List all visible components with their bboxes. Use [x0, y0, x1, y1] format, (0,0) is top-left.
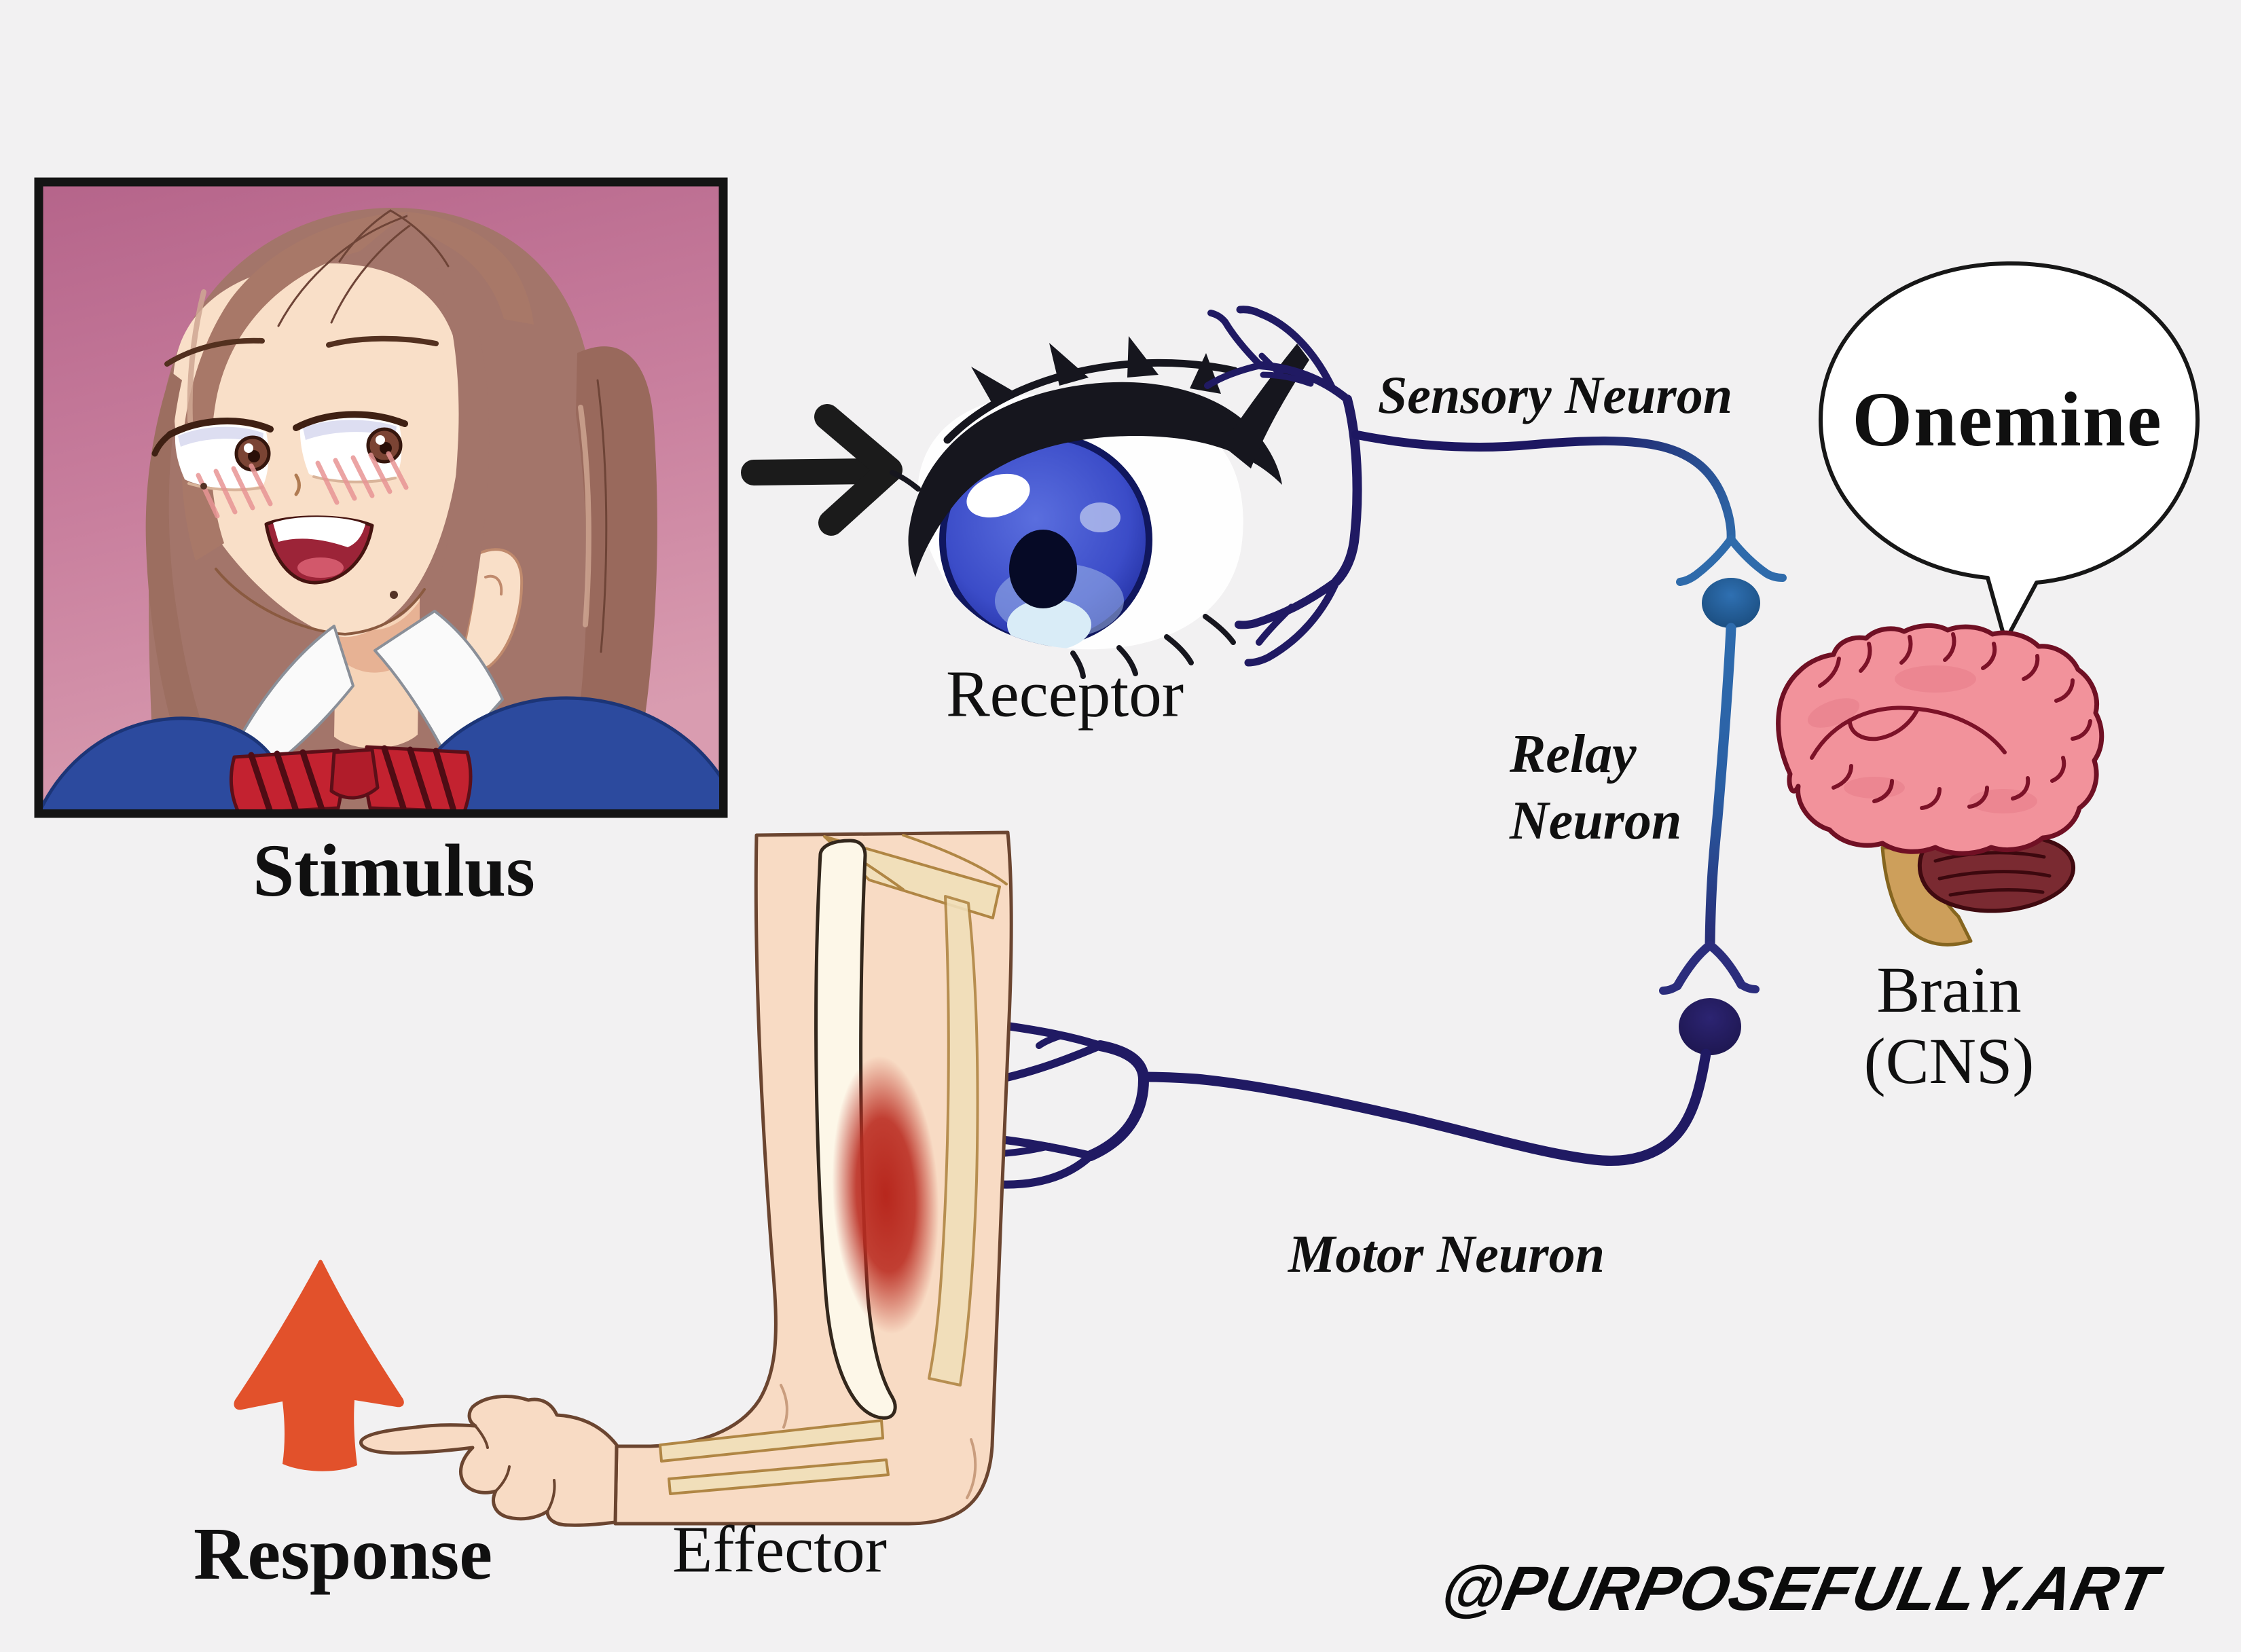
brain-label-line2: (CNS) [1863, 1025, 2035, 1097]
receptor-eye-icon [890, 336, 1309, 679]
motor-neuron-label: Motor Neuron [1288, 1224, 1605, 1283]
brain-label: Brain (CNS) [1864, 954, 2035, 1097]
flow-arrow-icon [741, 404, 903, 536]
stimulus-label: Stimulus [253, 829, 535, 912]
speech-bubble-text: Onemine [1852, 376, 2163, 462]
receptor-label: Receptor [945, 657, 1184, 731]
motor-neuron-path [1138, 998, 1741, 1166]
response-arrow-icon [234, 1260, 404, 1471]
watermark-signature: @PURPOSEFULLY.ART [1435, 1554, 2164, 1623]
response-label: Response [193, 1512, 493, 1595]
girl-portrait [43, 207, 719, 809]
sensory-neuron-path [1204, 306, 1787, 667]
effector-label: Effector [672, 1513, 887, 1586]
relay-neuron-path [1659, 578, 1760, 995]
relay-neuron-label: Relay Neuron [1510, 724, 1682, 851]
brain-icon [1776, 623, 2105, 947]
speech-bubble [1819, 261, 2200, 643]
brain-label-line1: Brain [1876, 953, 2022, 1026]
effector-arm-icon [359, 830, 1013, 1527]
stimulus-photo [34, 177, 728, 818]
sensory-neuron-label: Sensory Neuron [1377, 365, 1733, 424]
